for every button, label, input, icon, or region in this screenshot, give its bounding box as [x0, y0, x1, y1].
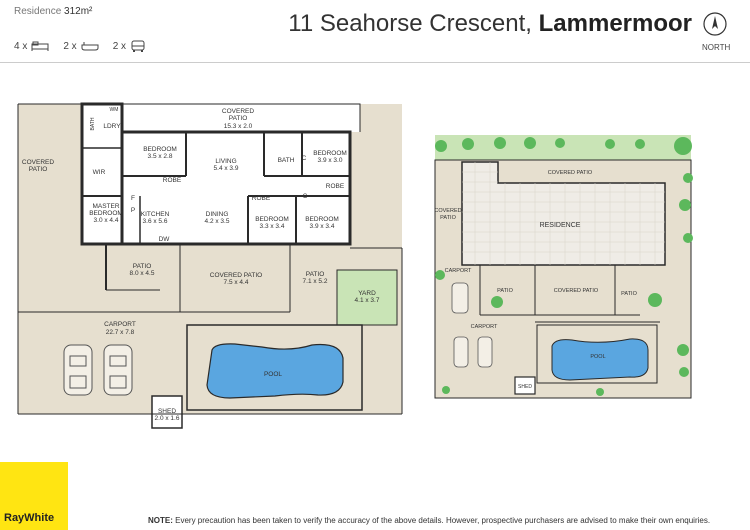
plan-yard: YARD [358, 290, 376, 297]
plan-wm: WM [110, 107, 119, 113]
plan-c2: C [303, 193, 308, 200]
site-patio-2: PATIO [621, 291, 637, 297]
plan-bath: BATH [278, 157, 295, 164]
plan-covered-patio-mid: COVERED PATIO [210, 272, 263, 279]
plan-bedroom-2: BEDROOM [313, 150, 347, 157]
site-covered-patio-left-2: PATIO [440, 215, 456, 221]
bed-count: 4 x [14, 40, 28, 52]
plan-dining: DINING [206, 211, 229, 218]
plan-bedroom-1-dim: 3.5 x 2.8 [148, 153, 173, 160]
plan-carport-dim: 22.7 x 7.8 [106, 329, 135, 336]
plan-master-dim: 3.0 x 4.4 [94, 217, 119, 224]
plan-master: MASTER [92, 203, 119, 210]
plan-yard-dim: 4.1 x 3.7 [355, 297, 380, 304]
car-shapes [63, 344, 133, 396]
site-carport-2: CARPORT [471, 324, 498, 330]
plan-covered-patio-top-dim: 15.3 x 2.0 [224, 123, 253, 130]
bath-count: 2 x [63, 40, 77, 52]
walls [17, 102, 403, 415]
plan-dining-dim: 4.2 x 3.5 [205, 218, 230, 225]
site-residence-label: RESIDENCE [540, 222, 581, 229]
plan-master-2: BEDROOM [89, 210, 123, 217]
plan-covered-patio-top: COVERED [222, 108, 254, 115]
raywhite-logo: RayWhite [0, 462, 68, 530]
car-feature: 2 x [113, 40, 146, 52]
plan-dw: DW [159, 236, 171, 243]
north-label: NORTH [702, 43, 731, 52]
car-count: 2 x [112, 40, 127, 52]
plan-bedroom-4: BEDROOM [305, 216, 339, 223]
logo-text: RayWhite [4, 512, 55, 524]
site-shed [514, 376, 536, 395]
plan-patio-2-dim: 7.1 x 5.2 [303, 278, 328, 285]
plan-bedroom-3-dim: 3.3 x 3.4 [260, 223, 285, 230]
plan-bedroom-3: BEDROOM [255, 216, 289, 223]
site-patio-1: PATIO [497, 288, 513, 294]
site-cars [451, 282, 493, 368]
plan-covered-patio-mid-dim: 7.5 x 4.4 [224, 279, 249, 286]
disclaimer-label: NOTE: [148, 516, 173, 525]
plan-living-dim: 5.4 x 3.9 [214, 165, 239, 172]
plan-p: P [131, 207, 135, 214]
property-address: 11 Seahorse Crescent, Lammermoor [288, 10, 692, 38]
site-trees [435, 137, 693, 396]
bath-icon [81, 42, 99, 51]
plan-patio-2: PATIO [306, 271, 325, 278]
north-arrow-icon [703, 12, 727, 36]
bed-icon [31, 41, 49, 51]
site-covered-patio-top: COVERED PATIO [548, 170, 593, 176]
site-residence [461, 161, 666, 266]
plan-c1: C [302, 155, 307, 162]
plan-living: LIVING [215, 158, 236, 165]
site-covered-patio-mid: COVERED PATIO [554, 288, 599, 294]
feature-icons: 4 x 2 x 2 x [14, 40, 146, 52]
plan-shed: SHED [158, 408, 176, 415]
site-pool [551, 338, 649, 381]
plan-shed-dim: 2.0 x 1.6 [155, 415, 180, 422]
plan-bedroom-1: BEDROOM [143, 146, 177, 153]
plan-covered-patio-left-2: PATIO [29, 166, 48, 173]
plan-covered-patio-left: COVERED [22, 159, 54, 166]
bath-feature: 2 x [63, 40, 99, 52]
yard-grass [336, 269, 398, 326]
residence-label: Residence [14, 6, 62, 17]
car-icon [131, 40, 145, 52]
plan-kitchen: KITCHEN [141, 211, 170, 218]
plan-robe-3: ROBE [252, 195, 271, 202]
plan-robe-2: ROBE [326, 183, 345, 190]
north-indicator: NORTH [702, 12, 731, 56]
plan-robe-1: ROBE [163, 177, 182, 184]
site-shed-label: SHED [518, 384, 532, 390]
site-residence-grid [462, 162, 665, 265]
address-street: 11 Seahorse Crescent, [288, 10, 532, 37]
plan-patio-1: PATIO [133, 263, 152, 270]
site-covered-patio-left: COVERED [434, 208, 461, 214]
plan-kitchen-dim: 3.6 x 5.6 [143, 218, 168, 225]
plan-covered-patio-top-2: PATIO [229, 115, 248, 122]
site-pool-label: POOL [590, 354, 605, 360]
plan-pool: POOL [264, 371, 282, 378]
disclaimer: NOTE: Every precaution has been taken to… [148, 516, 710, 525]
bed-feature: 4 x [14, 41, 49, 52]
address-suburb: Lammermoor [538, 10, 692, 37]
disclaimer-text: Every precaution has been taken to verif… [172, 516, 711, 525]
house-interior [82, 104, 360, 244]
plan-carport: CARPORT [104, 321, 136, 328]
plan-bath-small: BATH [90, 117, 96, 130]
residence-value: 312m² [64, 6, 93, 17]
pool [206, 343, 344, 399]
plan-ldry: LDRY [103, 123, 121, 130]
site-carport-1: CARPORT [445, 268, 472, 274]
plan-bedroom-2-dim: 3.9 x 3.0 [318, 157, 343, 164]
residence-info: Residence 312m² [14, 6, 92, 17]
plan-patio-1-dim: 8.0 x 4.5 [130, 270, 155, 277]
plan-wir: WIR [93, 169, 106, 176]
shed [151, 395, 183, 429]
plan-bedroom-4-dim: 3.9 x 3.4 [310, 223, 335, 230]
plan-f: F [131, 195, 135, 202]
header-divider [0, 62, 750, 63]
site-lines [479, 265, 660, 323]
